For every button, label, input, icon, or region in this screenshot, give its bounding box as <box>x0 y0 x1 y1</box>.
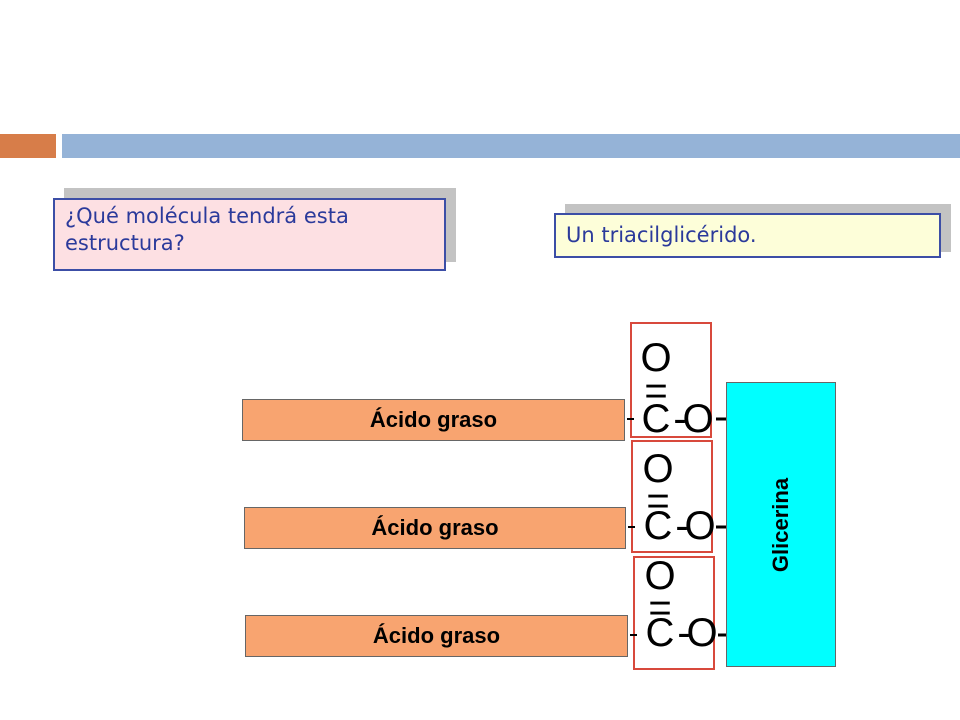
ester-oxygen-2: O <box>684 504 715 548</box>
ester-group-box-1 <box>630 322 712 438</box>
question-text: ¿Qué molécula tendrá esta estructura? <box>53 198 446 271</box>
carbon-1: C <box>642 397 671 441</box>
ester-group-box-3 <box>633 556 715 670</box>
title-accent-blue <box>62 134 960 158</box>
title-accent-orange <box>0 134 56 158</box>
single-bond-1: - <box>673 397 686 441</box>
fatty-acid-3: Ácido graso <box>245 615 628 657</box>
ester-oxygen-1: O <box>682 397 713 441</box>
carbonyl-oxygen-1: O <box>640 336 671 380</box>
glycerol-block: Glicerina <box>726 382 836 667</box>
answer-text: Un triacilglicérido. <box>554 213 941 258</box>
carbonyl-oxygen-3: O <box>644 554 675 598</box>
carbon-2: C <box>644 504 673 548</box>
single-bond-3: - <box>677 611 690 655</box>
fatty-acid-1: Ácido graso <box>242 399 625 441</box>
carbon-3: C <box>646 611 675 655</box>
ester-group-box-2 <box>631 440 713 553</box>
double-bond-1: = <box>644 369 667 413</box>
double-bond-3: = <box>648 586 671 630</box>
single-bond-2: - <box>675 504 688 548</box>
carbonyl-oxygen-2: O <box>642 447 673 491</box>
fatty-acid-2: Ácido graso <box>244 507 626 549</box>
ester-oxygen-3: O <box>686 611 717 655</box>
double-bond-2: = <box>646 479 669 523</box>
